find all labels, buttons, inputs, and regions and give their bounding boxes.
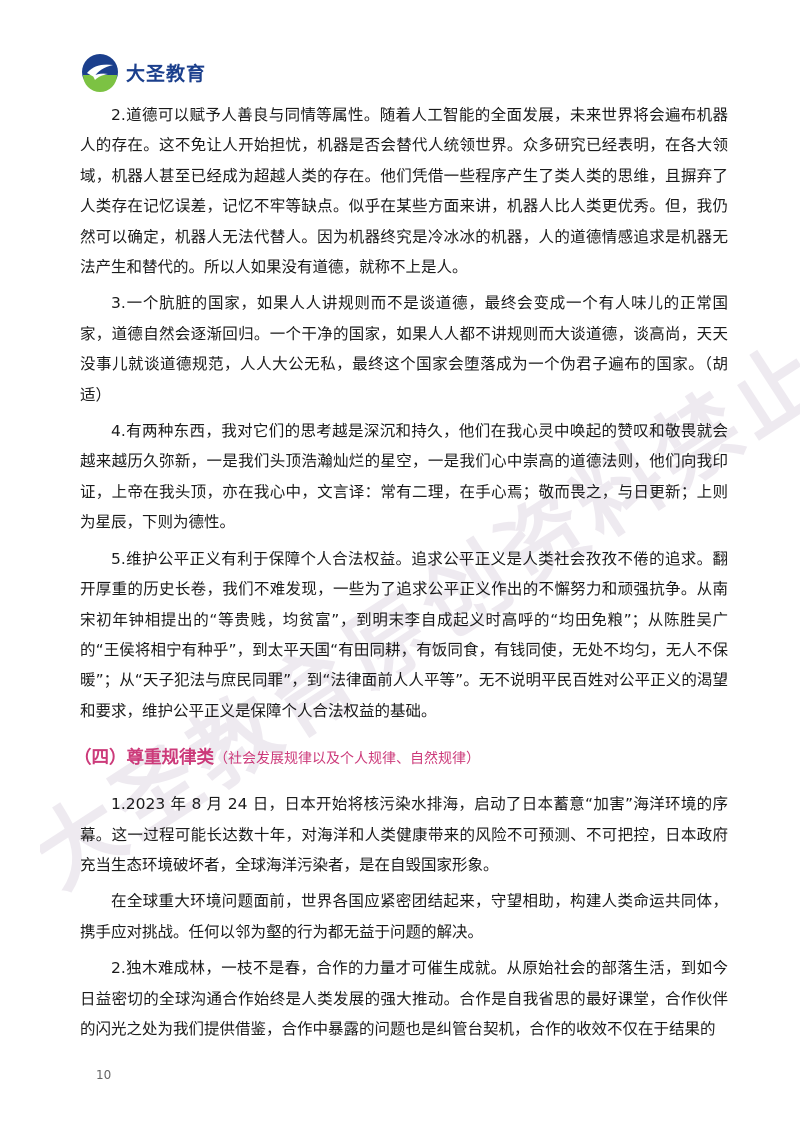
paragraph-nuclear-water: 1.2023 年 8 月 24 日，日本开始将核污染水排海，启动了日本蓄意“加害… [80, 795, 728, 874]
paragraph-starry-sky: 4.有两种东西，我对它们的思考越是深沉和持久，他们在我心灵中唤起的赞叹和敬畏就会… [80, 422, 728, 532]
bird-globe-logo-icon [82, 54, 118, 92]
paragraph-global-environment: 在全球重大环境问题面前，世界各国应紧密团结起来，守望相助，构建人类命运共同体，携… [80, 892, 728, 941]
document-header: 大圣教育 [80, 52, 206, 92]
paragraph-rules-morality: 3.一个肮脏的国家，如果人人讲规则而不是谈道德，最终会变成一个有人味儿的正常国家… [80, 294, 728, 404]
page-number: 10 [96, 1068, 112, 1082]
paragraph-cooperation: 2.独木难成林，一枝不是春，合作的力量才可催生成就。从原始社会的部落生活，到如今… [80, 959, 728, 1038]
section-heading: （四）尊重规律类（社会发展规律以及个人规律、自然规律） [74, 744, 728, 773]
paragraph-fairness-justice: 5.维护公平正义有利于保障个人合法权益。追求公平正义是人类社会孜孜不倦的追求。翻… [80, 549, 728, 720]
document-body: 2.道德可以赋予人善良与同情等属性。随着人工智能的全面发展，未来世界将会遍布机器… [74, 100, 728, 1050]
section-title: （四）尊重规律类 [74, 748, 214, 769]
brand-name: 大圣教育 [126, 62, 207, 85]
paragraph-moral-ai: 2.道德可以赋予人善良与同情等属性。随着人工智能的全面发展，未来世界将会遍布机器… [80, 106, 728, 277]
section-note: （社会发展规律以及个人规律、自然规律） [214, 751, 480, 768]
